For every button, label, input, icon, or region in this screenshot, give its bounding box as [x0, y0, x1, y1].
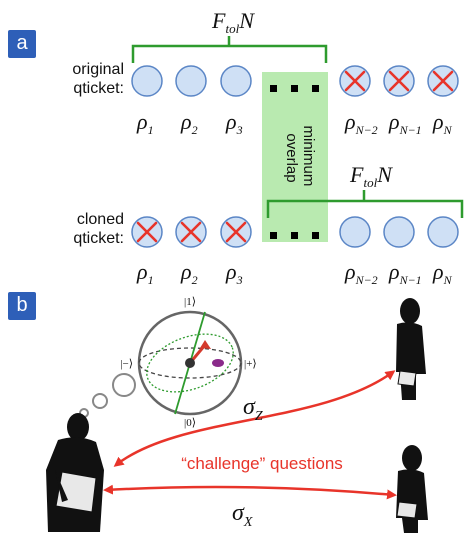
bloch-left-label: |−⟩	[120, 358, 133, 370]
cloned-qticket-label: cloned qticket:	[40, 210, 124, 248]
cloned-qubit	[131, 216, 163, 248]
overlap-label: minimum overlap	[283, 125, 317, 190]
bloch-bottom-label: |0⟩	[184, 417, 196, 429]
qubit-rows	[131, 65, 459, 248]
bottom-brace	[266, 190, 464, 218]
sigma-z-label: σZ	[243, 394, 263, 424]
cross-mark-icon	[432, 70, 454, 92]
person-silhouette-icon	[46, 413, 104, 532]
thought-bubble-icon	[79, 373, 136, 418]
cross-mark-icon	[344, 70, 366, 92]
cross-mark-icon	[388, 70, 410, 92]
cloned-qubit	[427, 216, 459, 248]
top-brace	[131, 36, 328, 63]
rho-label: ρN−1	[388, 259, 422, 287]
original-line1: original	[72, 61, 124, 78]
overlap-label-line2: overlap	[283, 133, 300, 182]
rho-label: ρN−2	[344, 109, 378, 137]
original-qubit	[220, 65, 252, 97]
original-line2: qticket:	[73, 80, 124, 97]
top-brace-label: FtolN	[211, 8, 255, 36]
overlap-dots-bottom	[270, 232, 319, 239]
rho-label: ρ3	[225, 259, 243, 287]
cloned-qubit	[175, 216, 207, 248]
bloch-sphere-icon: |1⟩ |0⟩ |−⟩ |+⟩	[120, 296, 256, 429]
rho-label: ρ2	[180, 259, 198, 287]
cloned-qubit	[383, 216, 415, 248]
overlap-dots-top	[270, 85, 319, 92]
rho-label: ρ1	[136, 259, 154, 287]
cloned-line2: qticket:	[73, 230, 124, 247]
panel-b-label: b	[8, 292, 36, 320]
cross-mark-icon	[180, 221, 202, 243]
bloch-top-label: |1⟩	[184, 296, 196, 308]
minimum-overlap-region	[262, 72, 328, 242]
cross-mark-icon	[136, 221, 158, 243]
rho-label: ρ2	[180, 109, 198, 137]
sigma-x-arrow	[103, 484, 397, 500]
original-qubit	[427, 65, 459, 97]
person-silhouette-icon	[396, 445, 428, 533]
sigma-z-arrow	[113, 370, 396, 467]
person-silhouette-icon	[396, 298, 426, 400]
cross-mark-icon	[225, 221, 247, 243]
original-qticket-label: original qticket:	[40, 60, 124, 98]
rho-label: ρN−2	[344, 259, 378, 287]
original-qubit	[339, 65, 371, 97]
panel-a-label: a	[8, 30, 36, 58]
rho-label: ρ3	[225, 109, 243, 137]
overlap-label-line1: minimum	[300, 125, 317, 186]
cloned-line1: cloned	[76, 211, 124, 228]
sigma-x-label: σX	[232, 500, 253, 530]
bloch-right-label: |+⟩	[244, 358, 257, 370]
rho-label: ρN	[432, 109, 453, 137]
bottom-brace-label: FtolN	[349, 162, 393, 190]
rho-label: ρN	[432, 259, 453, 287]
cloned-qubit	[339, 216, 371, 248]
original-qubit	[383, 65, 415, 97]
cloned-qubit	[220, 216, 252, 248]
rho-labels: ρ1 ρ2 ρ3 ρN−2 ρN−1 ρN ρ1 ρ2 ρ3 ρN−2 ρN−1 ρN	[136, 109, 453, 287]
original-qubit	[175, 65, 207, 97]
rho-label: ρN−1	[388, 109, 422, 137]
original-qubit	[131, 65, 163, 97]
challenge-questions-label: “challenge” questions	[181, 454, 343, 473]
rho-label: ρ1	[136, 109, 154, 137]
